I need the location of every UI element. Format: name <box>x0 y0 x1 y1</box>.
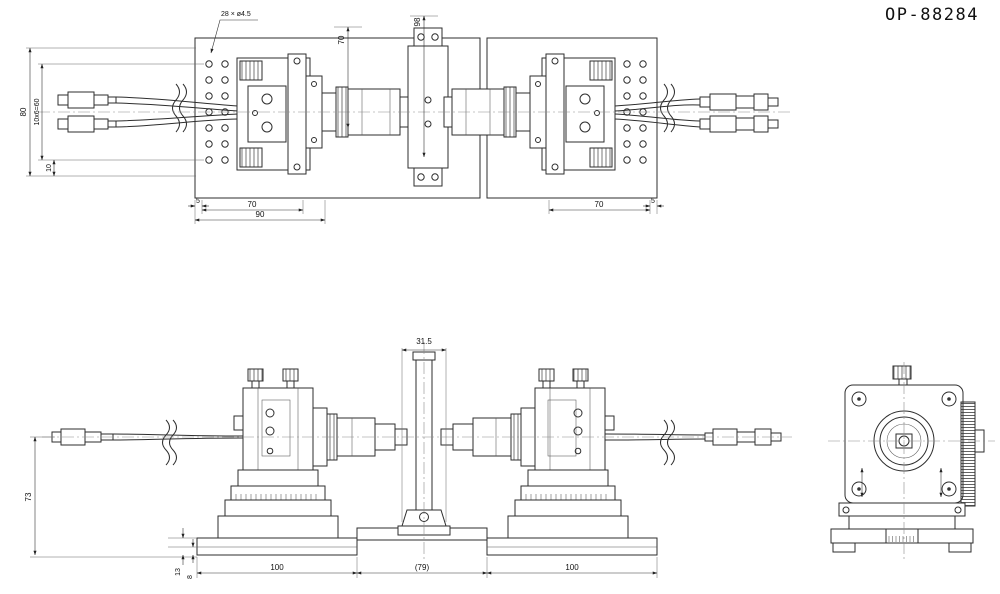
front-right-stage <box>440 368 629 539</box>
knurled-knob <box>892 365 912 380</box>
knurled-knob <box>589 147 613 168</box>
top-left-fiber-cables <box>57 83 239 133</box>
top-right-fiber-cables <box>614 83 779 133</box>
dim-front-8: 8 <box>187 575 194 579</box>
vernier-scale <box>525 494 607 500</box>
dim-top-5-left: 5 <box>196 198 200 205</box>
side-view <box>828 362 995 560</box>
top-center-bracket <box>407 27 449 187</box>
top-view-dimensions: 80 10x6=60 10 28 × ø4.5 70 98 5 70 90 <box>19 11 664 224</box>
knurled-knob <box>247 368 264 382</box>
cable-break-mark <box>660 83 668 133</box>
dim-top-98: 98 <box>413 17 422 26</box>
knurled-knob <box>239 60 263 81</box>
knurled-knob <box>239 147 263 168</box>
dim-front-73: 73 <box>24 492 33 501</box>
dim-top-70v: 70 <box>337 35 346 44</box>
dim-top-pitch: 10x6=60 <box>34 98 41 125</box>
front-left-stage <box>217 368 408 539</box>
vernier-scale <box>235 494 317 500</box>
dim-front-100-left: 100 <box>270 563 284 572</box>
vernier-scale <box>888 536 914 542</box>
front-bases <box>196 527 658 556</box>
dim-front-13: 13 <box>175 568 182 576</box>
dim-front-100-right: 100 <box>565 563 579 572</box>
dim-top-5-right: 5 <box>651 198 655 205</box>
side-view-base <box>830 502 974 553</box>
knurled-knob <box>572 368 589 382</box>
cable-break-mark <box>172 83 180 133</box>
dim-top-10: 10 <box>46 164 53 172</box>
front-left-fiber <box>51 419 244 466</box>
top-left-stage <box>236 53 409 175</box>
dim-front-31-5: 31.5 <box>416 337 432 346</box>
knurled-knob <box>282 368 299 382</box>
drawing-number: OP-88284 <box>885 5 979 25</box>
dim-front-79: (79) <box>415 563 430 572</box>
front-view-dimensions: 31.5 73 13 8 100 (79) 100 <box>24 337 658 579</box>
dim-top-70-left: 70 <box>248 200 257 209</box>
dim-top-hole-callout: 28 × ø4.5 <box>221 11 251 18</box>
top-view: 80 10x6=60 10 28 × ø4.5 70 98 5 70 90 <box>19 11 792 224</box>
front-right-fiber <box>604 419 782 466</box>
dim-top-70-right: 70 <box>595 200 604 209</box>
front-view: 31.5 73 13 8 100 (79) 100 <box>24 337 792 579</box>
cable-break-mark <box>162 419 170 466</box>
cable-break-mark <box>660 419 668 466</box>
fiber-adapter-plate <box>960 401 976 507</box>
knurled-knob <box>538 368 555 382</box>
dim-top-90: 90 <box>256 210 265 219</box>
knurled-knob <box>589 60 613 81</box>
dim-top-80: 80 <box>19 107 28 116</box>
